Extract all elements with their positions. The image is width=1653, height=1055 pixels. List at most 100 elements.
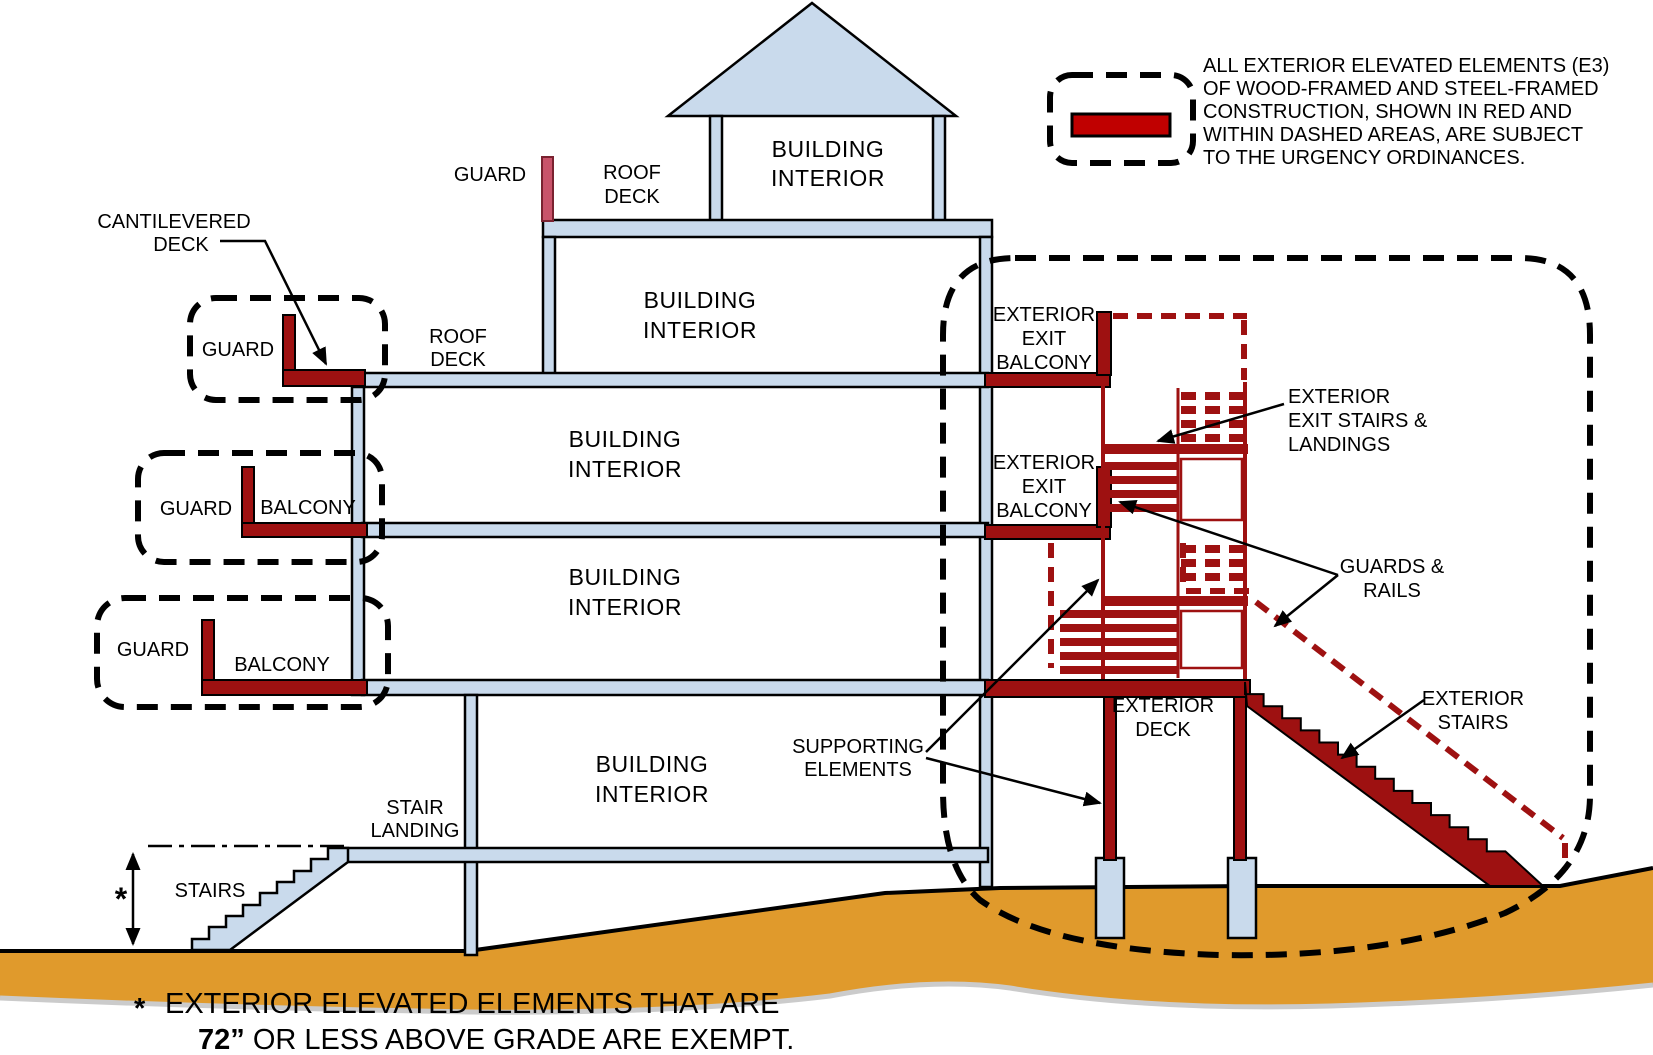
label-exterior-deck-2: DECK [1135,719,1191,741]
label-building-interior-l2: BUILDING [644,287,757,313]
label-exit-balcony2-3: BALCONY [996,500,1092,522]
legend-line-5: TO THE URGENCY ORDINANCES. [1203,147,1525,169]
balcony2-guard [201,619,215,683]
building-structure [190,1,994,957]
label-roof-guard: GUARD [454,164,526,186]
dashed-box-balcony1 [135,450,385,565]
footnote-line2-rest: OR LESS ABOVE GRADE ARE EXEMPT. [245,1024,795,1055]
footnote-asterisk: * [134,993,146,1025]
legend-line-4: WITHIN DASHED AREAS, ARE SUBJECT [1203,124,1583,146]
wall-level2-left [541,235,557,376]
label-building-interior-l4-2: INTERIOR [568,594,682,620]
exterior-stairs-flight [1244,681,1546,887]
exterior-deck-slab [984,679,1251,698]
slab-stair-landing [343,846,990,864]
height-marker-asterisk: * [115,881,128,917]
exit-balcony2-slab [984,524,1111,540]
legend-red-swatch [1070,112,1172,138]
label-exterior-stairs-2: STAIRS [1438,712,1509,734]
label-balcony1: BALCONY [260,497,356,519]
dashed-box-balcony2 [94,595,391,710]
dashed-box-cantilever [187,295,388,403]
label-stair-landing-2: LANDING [371,820,460,842]
label-exterior-stairs: EXTERIOR [1422,688,1524,710]
label-guard-balcony1: GUARD [160,498,232,520]
legend-line-1: ALL EXTERIOR ELEVATED ELEMENTS (E3) [1203,55,1609,77]
label-exit-stairs-landings-3: LANDINGS [1288,434,1390,456]
label-roof-deck-upper: ROOF [603,162,661,184]
legend: ALL EXTERIOR ELEVATED ELEMENTS (E3) OF W… [1047,55,1609,169]
roof [664,1,960,118]
footnote-line2: 72” OR LESS ABOVE GRADE ARE EXEMPT. [198,1024,794,1055]
arrow-cantilevered-deck [220,239,328,366]
support-post-2 [1233,696,1247,861]
label-exit-balcony2: EXTERIOR [993,452,1095,474]
balcony2-slab [201,679,368,696]
flight-dashed-lower [1181,545,1243,581]
exit-balcony1-guard [1096,311,1112,376]
arrow-supporting-1 [925,578,1100,753]
label-roof-deck-lower: ROOF [429,326,487,348]
diagram-labels: BUILDING INTERIOR BUILDING INTERIOR BUIL… [97,136,1524,917]
footing-1 [1094,856,1126,940]
stair-void-lower [1179,609,1244,670]
ground-bottom-edge [0,981,1653,1015]
arrow-exit-stairs-landings [1156,402,1285,444]
legend-dashed-box [1047,72,1196,166]
balcony1-guard [241,466,255,526]
arrow-exterior-stairs [1340,698,1425,760]
label-guards-rails: GUARDS & [1340,556,1445,578]
label-guard-balcony2: GUARD [117,639,189,661]
wall-main-right [978,235,994,889]
label-building-interior-l3-2: INTERIOR [568,456,682,482]
label-supporting-elements-2: ELEMENTS [804,759,912,781]
label-cantilevered-deck-2: DECK [153,234,209,256]
label-roof-deck-upper-2: DECK [604,186,660,208]
legend-line-2: OF WOOD-FRAMED AND STEEL-FRAMED [1203,78,1599,100]
dashed-region-right [940,255,1593,959]
wall-main-left [350,385,366,697]
slab-penthouse-floor [541,218,994,239]
label-building-interior-l3: BUILDING [569,426,682,452]
label-balcony2: BALCONY [234,654,330,676]
exit-balcony1-slab [984,372,1111,388]
roof-guard [541,156,554,222]
legend-line-3: CONSTRUCTION, SHOWN IN RED AND [1203,101,1572,123]
label-building-interior-l5: BUILDING [596,751,709,777]
label-roof-deck-lower-2: DECK [430,349,486,371]
label-supporting-elements: SUPPORTING [792,736,924,758]
cantilevered-guard [282,314,296,373]
flight-dashed-upper [1181,392,1243,442]
stair-rail-dashed [1186,588,1568,870]
cantilevered-deck [282,369,366,387]
left-red-elements [201,156,554,696]
footing-2 [1226,856,1258,940]
label-exit-stairs-landings: EXTERIOR [1288,386,1390,408]
slab-level3-floor [360,521,990,539]
label-building-interior-l2-2: INTERIOR [643,317,757,343]
label-building-interior-penthouse-2: INTERIOR [771,165,885,191]
annotation-arrows [125,239,1425,946]
landing-bar-upper [1101,444,1248,454]
flight-solid-upper [1102,462,1178,512]
ordinance-boundaries [94,255,1593,959]
label-exit-balcony1: EXTERIOR [993,304,1095,326]
label-stair-landing: STAIR [386,797,443,819]
footnote: * EXTERIOR ELEVATED ELEMENTS THAT ARE 72… [134,988,794,1055]
flight-solid-lower [1060,610,1178,674]
label-building-interior-penthouse: BUILDING [772,136,885,162]
label-exit-balcony2-2: EXIT [1022,476,1066,498]
balcony1-slab [241,522,368,538]
stair-void-upper [1179,457,1244,522]
slab-level4-floor [360,678,990,697]
arrow-guards-rails-1 [1118,499,1339,577]
label-building-interior-l5-2: INTERIOR [595,781,709,807]
slab-roofdeck-lower [360,371,990,389]
label-exit-balcony1-3: BALCONY [996,352,1092,374]
support-post-1 [1103,696,1117,861]
footnote-line2-bold: 72” [198,1024,245,1055]
label-exterior-deck: EXTERIOR [1112,695,1214,717]
penthouse-left-wall [708,114,724,224]
